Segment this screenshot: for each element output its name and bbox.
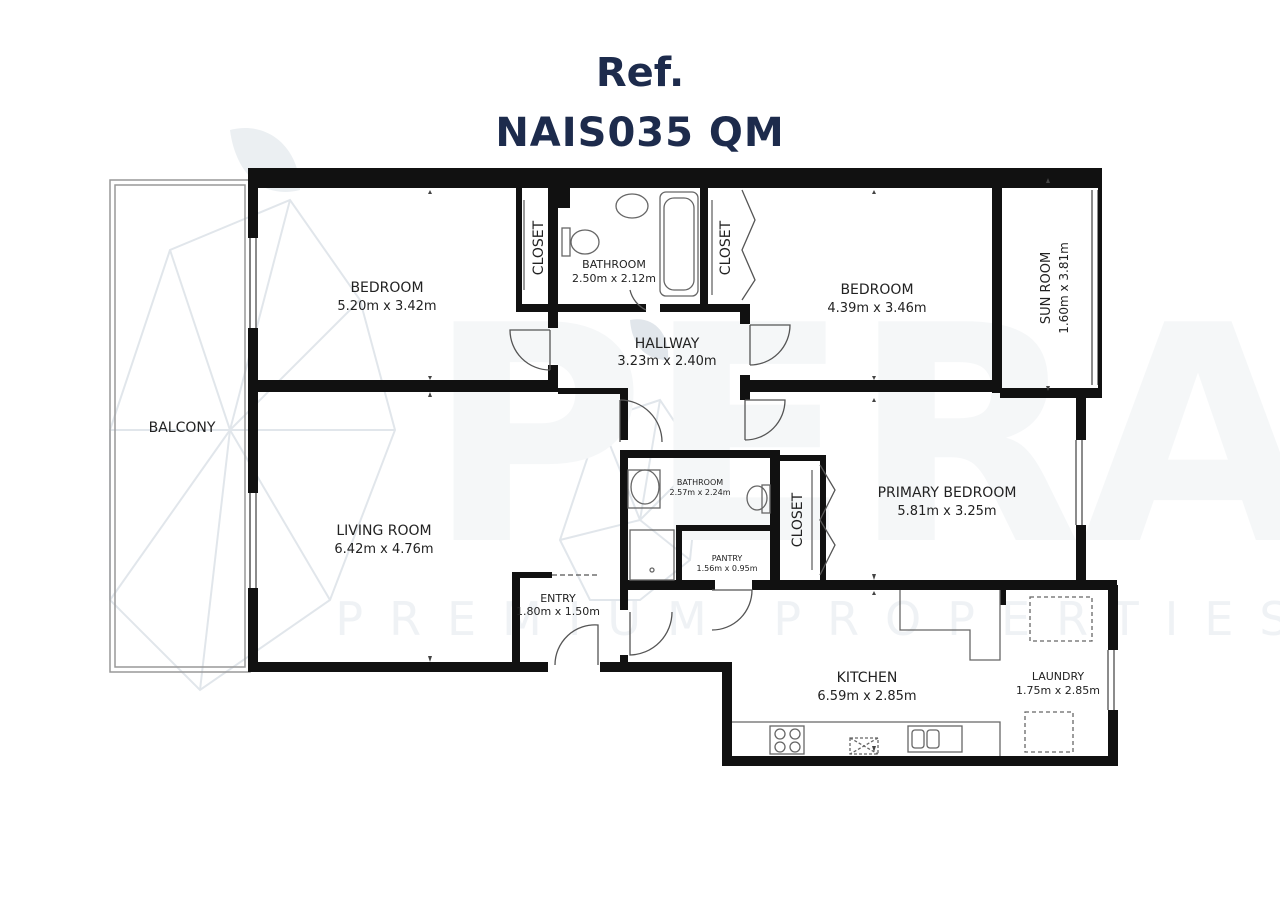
shower-2 — [629, 529, 675, 581]
watermark-tagline: PREMIUM PROPERTIES — [335, 592, 1280, 646]
bedroom-2-name: BEDROOM — [840, 282, 913, 298]
toilet-1 — [570, 229, 600, 255]
doors — [509, 189, 836, 666]
bedroom-1-size: 5.20m x 3.42m — [337, 299, 436, 314]
sink-1 — [615, 193, 649, 219]
bedroom-2-size: 4.39m x 3.46m — [827, 301, 926, 316]
bathroom-1-name: BATHROOM — [582, 258, 646, 271]
living-room-name: LIVING ROOM — [336, 523, 431, 539]
sun-room-size: 1.60m x 3.81m — [1057, 242, 1071, 334]
reference-code: NAIS035 QM — [495, 110, 785, 156]
closet-1-name: CLOSET — [531, 220, 547, 275]
entry-name: ENTRY — [540, 592, 576, 605]
primary-bedroom-size: 5.81m x 3.25m — [897, 504, 996, 519]
watermark: PERA PREMIUM PROPERTIES — [109, 128, 1280, 692]
hallway-name: HALLWAY — [635, 336, 700, 352]
hallway-size: 3.23m x 2.40m — [617, 354, 716, 369]
sun-room-name: SUN ROOM — [1039, 252, 1054, 324]
balcony-name: BALCONY — [149, 420, 216, 436]
primary-bedroom-name: PRIMARY BEDROOM — [878, 485, 1017, 501]
bedroom-1-name: BEDROOM — [350, 280, 423, 296]
bathtub-1 — [659, 191, 699, 297]
bathroom-2-name: BATHROOM — [677, 478, 723, 487]
fixtures — [523, 191, 1093, 756]
kitchen-name: KITCHEN — [837, 670, 898, 686]
walls — [248, 168, 1118, 766]
laundry-size: 1.75m x 2.85m — [1016, 684, 1100, 697]
toilet-2 — [746, 485, 768, 511]
pantry-name: PANTRY — [712, 554, 743, 563]
kitchen-sink — [907, 725, 963, 753]
dishwasher — [849, 737, 879, 755]
closet-2-name: CLOSET — [718, 220, 734, 275]
kitchen-size: 6.59m x 2.85m — [817, 689, 916, 704]
dryer — [1024, 711, 1074, 753]
bathroom-2-size: 2.57m x 2.24m — [669, 488, 730, 497]
closet-3-name: CLOSET — [790, 492, 806, 547]
pantry-size: 1.56m x 0.95m — [696, 564, 757, 573]
watermark-brand: PERA — [426, 262, 1280, 611]
entry-size: 1.80m x 1.50m — [516, 605, 600, 618]
reference-label: Ref. — [595, 50, 685, 96]
living-room-size: 6.42m x 4.76m — [334, 542, 433, 557]
washer — [1029, 596, 1093, 642]
bathroom-1-size: 2.50m x 2.12m — [572, 272, 656, 285]
room-labels: BEDROOM 5.20m x 3.42m CLOSET BATHROOM 2.… — [149, 220, 1100, 704]
laundry-name: LAUNDRY — [1032, 670, 1085, 683]
cooktop — [769, 725, 805, 755]
dimension-markers — [428, 178, 1050, 752]
